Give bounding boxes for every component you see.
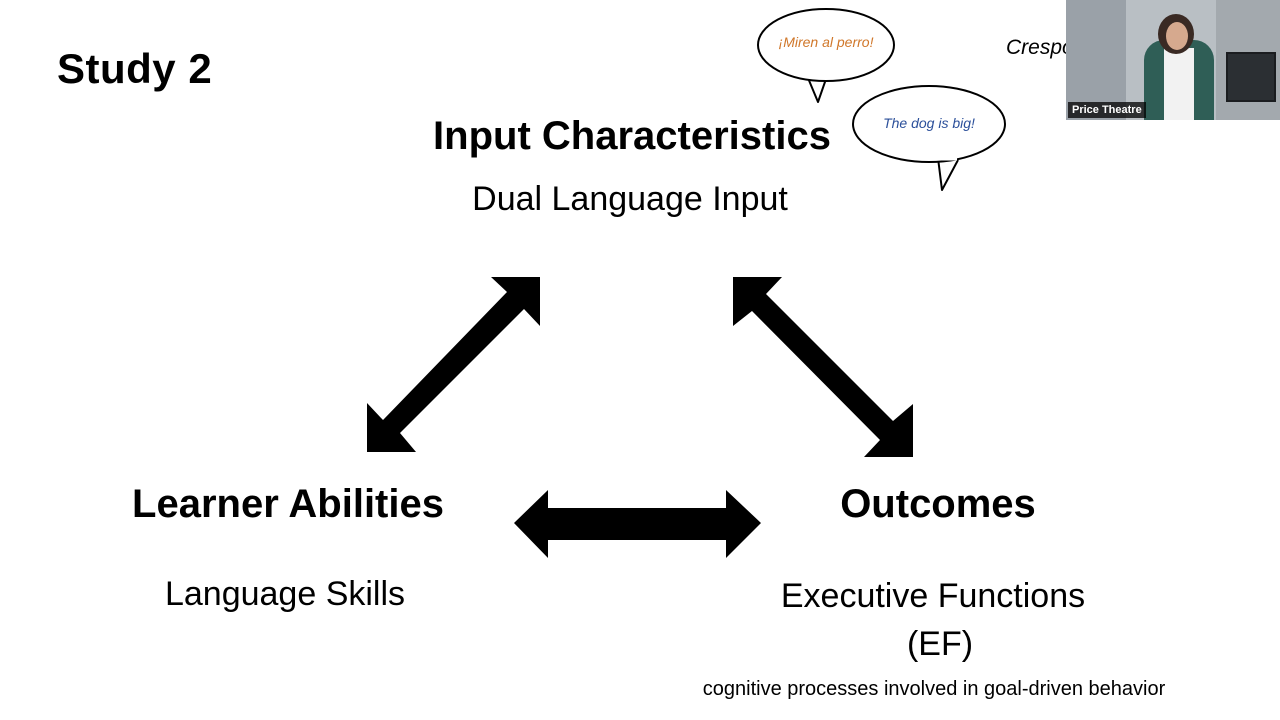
speech-bubble-spanish [757, 8, 895, 103]
arrow-learner-outcomes [514, 490, 761, 558]
learner-abilities-subtitle: Language Skills [164, 575, 406, 613]
video-monitor [1226, 52, 1276, 102]
input-characteristics-heading: Input Characteristics [433, 114, 831, 158]
speech-bubble-english [852, 85, 1006, 191]
presenter-face [1166, 22, 1188, 50]
outcomes-definition-note: cognitive processes involved in goal-dri… [702, 678, 1166, 700]
video-background [1066, 0, 1126, 120]
video-participant-label: Price Theatre [1068, 102, 1146, 118]
arrow-input-learner [367, 277, 540, 452]
outcomes-heading: Outcomes [840, 482, 1036, 526]
learner-abilities-heading: Learner Abilities [132, 482, 444, 526]
arrow-input-outcomes [733, 277, 913, 457]
slide-title: Study 2 [57, 45, 213, 92]
outcomes-subtitle: Executive Functions [780, 577, 1086, 615]
presenter-shirt [1164, 48, 1194, 120]
speech-bubble-english-text: The dog is big! [883, 115, 975, 131]
citation-text: Crespo [1006, 36, 1074, 59]
presenter-video-tile[interactable]: Price Theatre [1066, 0, 1280, 120]
speech-bubble-spanish-text: ¡Miren al perro! [778, 34, 874, 50]
input-characteristics-subtitle: Dual Language Input [472, 180, 788, 218]
outcomes-abbreviation: (EF) [906, 625, 974, 663]
